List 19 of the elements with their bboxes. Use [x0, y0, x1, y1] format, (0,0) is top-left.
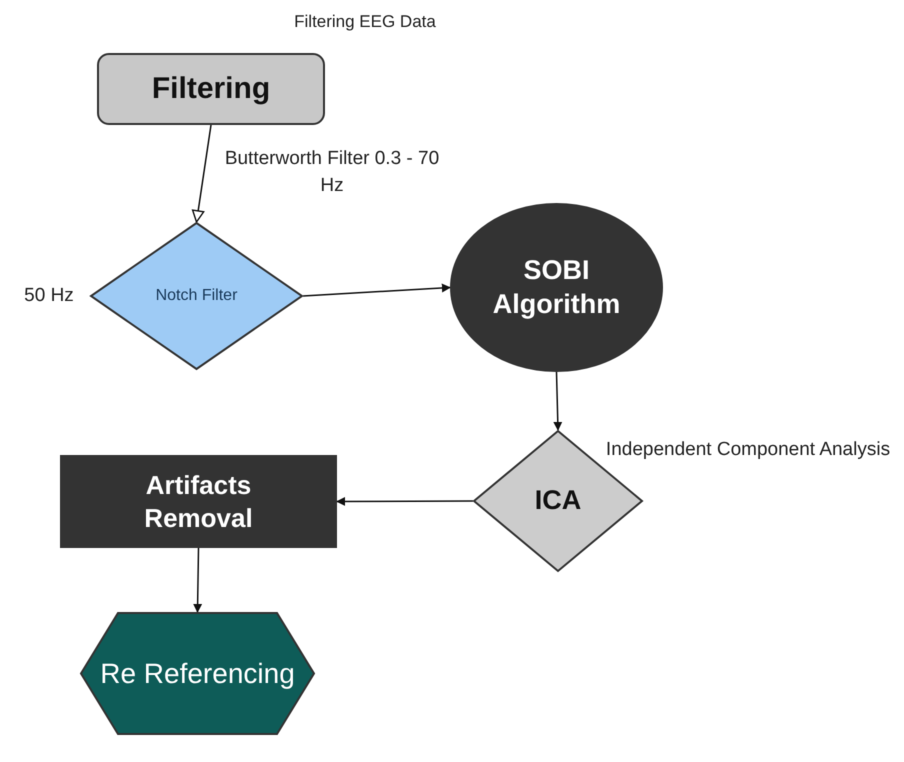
annotation-text: 50 Hz	[23, 284, 75, 308]
node-label: SOBI Algorithm	[492, 254, 622, 321]
arrow	[336, 496, 473, 506]
annotation-text: Independent Component Analysis	[604, 438, 892, 462]
node-label: Artifacts Removal	[143, 469, 254, 534]
decision-diamond	[90, 222, 303, 370]
node-label: Re Referencing	[100, 657, 295, 691]
process-box	[60, 455, 337, 548]
node-label: Notch Filter	[156, 286, 238, 306]
process-circle	[450, 203, 663, 372]
node-label: Filtering	[152, 71, 270, 108]
process-box	[97, 53, 325, 125]
arrow	[553, 372, 562, 431]
process-hexagon	[80, 612, 315, 735]
node-label: ICA	[534, 484, 582, 518]
arrow	[192, 124, 212, 223]
diagram-title: Filtering EEG Data	[293, 12, 437, 32]
arrow	[193, 548, 202, 613]
arrow	[302, 283, 451, 297]
